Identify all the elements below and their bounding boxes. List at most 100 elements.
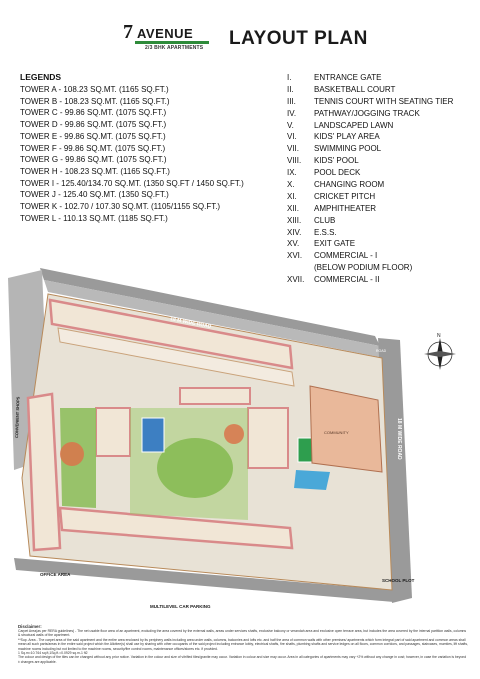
- tower-row: TOWER G - 99.86 SQ.MT. (1075 SQ.FT.): [20, 155, 167, 165]
- tower-cluster: [179, 387, 251, 405]
- amenity-number: XIV.: [287, 227, 302, 237]
- tower-row: TOWER F - 99.86 SQ.MT. (1075 SQ.FT.): [20, 143, 166, 153]
- amenity-item: XV.EXIT GATE: [287, 238, 477, 250]
- tower-row-top-2: [57, 327, 295, 387]
- amenity-number: X.: [287, 180, 295, 190]
- amenity-label: ENTRANCE GATE: [314, 73, 382, 82]
- disclaimer-line: The colour and design of the tiles can b…: [18, 655, 467, 664]
- amenity-item: (BELOW PODIUM FLOOR): [287, 262, 477, 274]
- road-right: [378, 338, 412, 603]
- amenity-number: XIII.: [287, 215, 302, 225]
- amenity-label: E.S.S.: [314, 227, 337, 237]
- road-top: [40, 268, 380, 346]
- amenity-number: V.: [287, 120, 294, 130]
- amenity-number: IX.: [287, 168, 297, 178]
- community-label: COMMUNITY: [324, 430, 349, 435]
- logo-mark: 7: [123, 21, 133, 43]
- amenity-number: XI.: [287, 191, 297, 201]
- tower-row: TOWER K - 102.70 / 107.30 SQ.MT. (1105/1…: [20, 202, 221, 212]
- road-top-inner: [44, 280, 384, 358]
- amenity-label: BASKETBALL COURT: [314, 84, 396, 94]
- disclaimer-line: **Sup. Area - The carpet area of the sai…: [18, 637, 468, 651]
- amenity-number: XII.: [287, 203, 300, 213]
- tennis-court: [141, 417, 165, 453]
- tower-column-left: [26, 392, 62, 552]
- amenity-item: VI. KIDS' PLAY AREA: [287, 131, 477, 143]
- tower-row: TOWER I - 125.40/134.70 SQ.MT. (1350 SQ.…: [20, 178, 244, 188]
- brand-logo: 7 AVENUE 2/3 BHK APARTMENTS: [123, 21, 209, 55]
- amenity-item: XVI. COMMERCIAL - I: [287, 250, 477, 262]
- amenity-item: X. CHANGING ROOM: [287, 179, 477, 191]
- tower-row: TOWER J - 125.40 SQ.MT. (1350 SQ.FT.): [20, 190, 169, 200]
- amenity-item: VII.SWIMMING POOL: [287, 143, 477, 155]
- swimming-pool: [294, 470, 330, 490]
- legends-panel: LEGENDS TOWER A - 108.23 SQ.MT. (1165 SQ…: [20, 72, 285, 224]
- amenity-item: V. LANDSCAPED LAWN: [287, 120, 477, 132]
- amenity-label: CLUB: [314, 215, 336, 225]
- amenity-label: PATHWAY/JOGGING TRACK: [314, 108, 420, 118]
- amenity-label: POOL DECK: [314, 168, 361, 178]
- tower-cluster: [95, 407, 131, 457]
- tower-cluster: [247, 407, 289, 469]
- amenity-label: LANDSCAPED LAWN: [314, 120, 394, 130]
- road-bottom: [14, 558, 394, 602]
- brand-tagline: 2/3 BHK APARTMENTS: [145, 45, 204, 51]
- amenity-label: TENNIS COURT WITH SEATING TIER: [314, 96, 454, 106]
- tower-row-bottom: [58, 506, 294, 550]
- amphitheater: [60, 442, 84, 466]
- tower-row: TOWER E - 99.86 SQ.MT. (1075 SQ.FT.): [20, 131, 166, 141]
- amenity-item: XVII. COMMERCIAL - II: [287, 274, 477, 286]
- amenities-list: I. ENTRANCE GATE II. BASKETBALL COURT III.…: [287, 72, 477, 286]
- amphitheater: [224, 424, 244, 444]
- amenity-number: VI.: [287, 132, 297, 142]
- amenity-number: VII.: [287, 144, 300, 154]
- amenity-label: EXIT GATE: [314, 239, 356, 249]
- amenity-item: XII. AMPHITHEATER: [287, 203, 477, 215]
- compass-label: N: [437, 333, 441, 339]
- logo-underline: [135, 41, 209, 44]
- amenity-label: AMPHITHEATER: [314, 203, 377, 213]
- amenity-item: III. TENNIS COURT WITH SEATING TIER: [287, 96, 477, 108]
- disclaimer-line: Carpet Area(as per RERA guidelines) - Th…: [18, 629, 467, 638]
- amenity-number: VIII.: [287, 156, 302, 166]
- amenity-label: KIDS' PLAY AREA: [314, 132, 380, 142]
- compass-icon: N: [424, 333, 456, 370]
- amenity-label: CHANGING ROOM: [314, 180, 385, 190]
- amenity-item: XIII. CLUB: [287, 215, 477, 227]
- disclaimer-heading: Disclaimer:: [18, 624, 42, 629]
- school-label: SCHOOL PLOT: [382, 578, 415, 583]
- amenity-item: XIV. E.S.S.: [287, 227, 477, 239]
- amenity-label: COMMERCIAL - I: [314, 251, 378, 261]
- amenity-item: VIII.KIDS' POOL: [287, 155, 477, 167]
- road-right-label: 18 M WIDE ROAD: [396, 418, 402, 460]
- disclaimer: Disclaimer: Carpet Area(as per RERA guid…: [18, 624, 468, 664]
- office-label: OFFICE AREA: [40, 572, 71, 577]
- amenity-number: II.: [287, 84, 294, 94]
- tower-row: TOWER D - 99.86 SQ.MT. (1075 SQ.FT.): [20, 120, 167, 130]
- amenity-number: XVII.: [287, 275, 305, 285]
- amenity-number: IV.: [287, 108, 297, 118]
- legends-heading: LEGENDS: [20, 72, 62, 82]
- amenity-number: III.: [287, 96, 296, 106]
- amenity-item: IX. POOL DECK: [287, 167, 477, 179]
- page-title: LAYOUT PLAN: [229, 28, 368, 49]
- road-corner-label: ROAD: [376, 349, 387, 353]
- amenity-number: XVI.: [287, 251, 303, 261]
- disclaimer-line: 1 Sq.m=10.764 sq.ft,1Sq.ft.=0.0929 sq.m-…: [18, 651, 88, 656]
- amenity-number: I.: [287, 73, 292, 82]
- amenity-item: II. BASKETBALL COURT: [287, 84, 477, 96]
- amenity-label: CRICKET PITCH: [314, 191, 376, 201]
- tower-row: TOWER B - 108.23 SQ.MT. (1165 SQ.FT.): [20, 96, 170, 106]
- tower-row: TOWER C - 99.86 SQ.MT. (1075 SQ.FT.): [20, 108, 167, 118]
- site-plan: COMMUNITY N 18 M WIDE ROAD 18 M WIDE ROA…: [8, 268, 456, 609]
- parking-label: MULTILEVEL CAR PARKING: [150, 604, 211, 609]
- tower-row: TOWER A - 108.23 SQ.MT. (1165 SQ.FT.): [20, 85, 169, 94]
- amenity-label: (BELOW PODIUM FLOOR): [314, 263, 413, 273]
- tower-row: TOWER H - 108.23 SQ.MT. (1165 SQ.FT.): [20, 166, 170, 176]
- community-club: [309, 385, 383, 473]
- amenity-label: COMMERCIAL - II: [314, 275, 380, 285]
- tower-row-top: [48, 298, 294, 370]
- amenity-item: IV. PATHWAY/JOGGING TRACK: [287, 108, 477, 120]
- tower-row: TOWER L - 110.13 SQ.MT. (1185 SQ.FT.): [20, 213, 168, 223]
- brand-name: AVENUE: [137, 26, 194, 41]
